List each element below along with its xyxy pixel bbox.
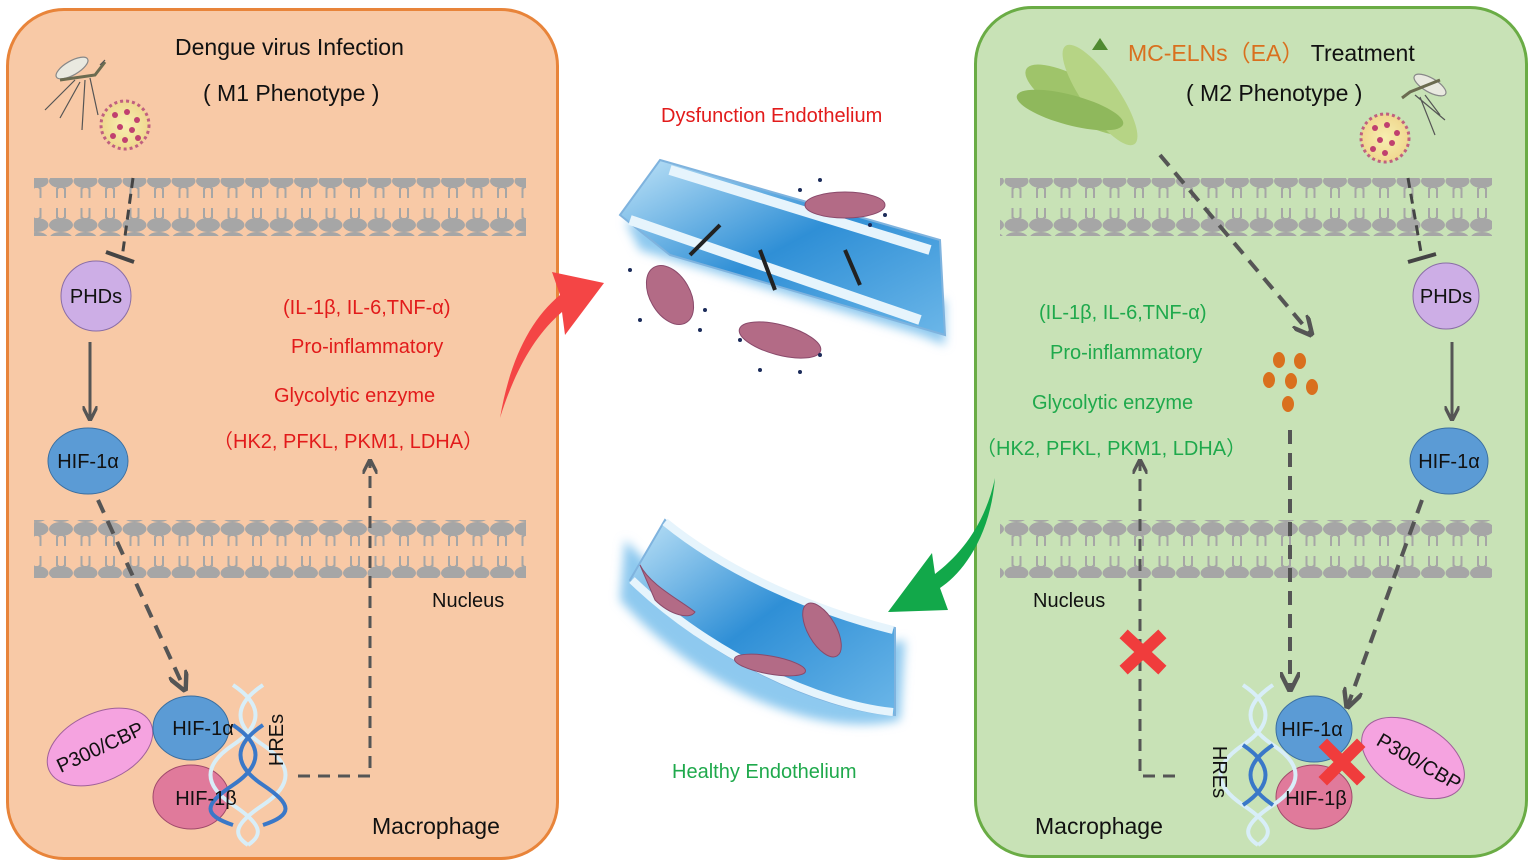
- hif1a-label-left: HIF-1α: [57, 451, 119, 473]
- healthy-endothelium-image: [620, 518, 905, 725]
- green-curved-arrow: [888, 478, 995, 612]
- healthy-endothelium-label: Healthy Endothelium: [672, 761, 857, 783]
- dysfunction-endothelium-image: [618, 158, 947, 374]
- dna-helix-left: [208, 683, 288, 847]
- left-phenotype: ( M1 Phenotype ): [203, 80, 380, 106]
- hres-label-right: HREs: [1208, 746, 1230, 798]
- mosquito-icon: [44, 56, 107, 131]
- arrow-elns-to-cell: [1158, 153, 1310, 333]
- hif1a-node-right: [1409, 427, 1489, 495]
- hres-label-left: HREs: [266, 714, 288, 766]
- right-phenotype: ( M2 Phenotype ): [1186, 80, 1363, 106]
- nanoparticle-dots: [1263, 352, 1318, 412]
- inhibition-x-icon-transcription: [1119, 629, 1167, 675]
- inhibition-line-right: [1406, 177, 1424, 259]
- arrow-hif-to-nucleus-right: [1348, 499, 1424, 705]
- left-nucleus-label: Nucleus: [432, 590, 505, 612]
- phds-node-left: [60, 260, 132, 332]
- dna-helix-right: [1218, 683, 1298, 847]
- left-enzymes: （HK2, PFKL, PKM1, LDHA）: [213, 431, 484, 453]
- right-title-agent: MC-ELNs（EA）: [1128, 40, 1305, 66]
- hif1b-complex-label-right: HIF-1β: [1285, 788, 1347, 810]
- hif1a-complex-left: [152, 695, 230, 761]
- arrow-hres-to-genes-right: [1140, 462, 1175, 778]
- hif1a-complex-label-left: HIF-1α: [172, 718, 234, 740]
- inhibition-x-icon-complex: [1318, 738, 1366, 786]
- left-title: Dengue virus Infection: [175, 34, 404, 60]
- right-cytokines: (IL-1β, IL-6,TNF-α): [1039, 302, 1207, 324]
- left-proinflammatory: Pro-inflammatory: [291, 336, 444, 358]
- cell-membrane-left: [34, 178, 526, 236]
- dengue-virus-icon-right: [1359, 112, 1411, 164]
- hif1a-node-left: [47, 427, 129, 495]
- right-enzymes: （HK2, PFKL, PKM1, LDHA）: [976, 438, 1247, 460]
- p300-cbp-node-right: [1361, 716, 1465, 800]
- left-glycolytic: Glycolytic enzyme: [274, 385, 436, 407]
- inhibition-bar-right: [1407, 252, 1437, 264]
- bitter-melon-icon: [1016, 38, 1138, 146]
- cell-membrane-right: [1000, 178, 1492, 236]
- arrow-hif-to-nucleus-left: [96, 499, 184, 688]
- dysfunction-endothelium-label: Dysfunction Endothelium: [661, 105, 883, 127]
- left-cell-label: Macrophage: [372, 813, 500, 839]
- red-curved-arrow: [500, 272, 604, 418]
- left-cytokines: (IL-1β, IL-6,TNF-α): [283, 297, 451, 319]
- hif1a-label-right: HIF-1α: [1418, 451, 1480, 473]
- phds-label-left: PHDs: [70, 286, 122, 308]
- right-nucleus-label: Nucleus: [1033, 590, 1106, 612]
- dengue-virus-icon: [99, 99, 151, 151]
- mosquito-icon-right: [1401, 73, 1447, 136]
- nuclear-membrane-right: [1000, 520, 1492, 578]
- inhibition-bar-left: [105, 250, 135, 264]
- phds-label-right: PHDs: [1420, 286, 1472, 308]
- p300-cbp-node-left: [46, 707, 154, 787]
- hif1b-complex-label-left: HIF-1β: [175, 788, 237, 810]
- inhibition-line-left: [120, 177, 135, 259]
- right-cell-label: Macrophage: [1035, 813, 1163, 839]
- arrow-hres-to-genes-left: [298, 462, 370, 778]
- right-glycolytic: Glycolytic enzyme: [1032, 392, 1194, 414]
- right-title-suffix: Treatment: [1310, 40, 1415, 66]
- right-title: MC-ELNs（EA） Treatment: [1128, 34, 1415, 68]
- hif1a-complex-label-right: HIF-1α: [1281, 719, 1343, 741]
- phds-node-right: [1412, 262, 1480, 330]
- right-proinflammatory: Pro-inflammatory: [1050, 342, 1203, 364]
- nuclear-membrane-left: [34, 520, 526, 578]
